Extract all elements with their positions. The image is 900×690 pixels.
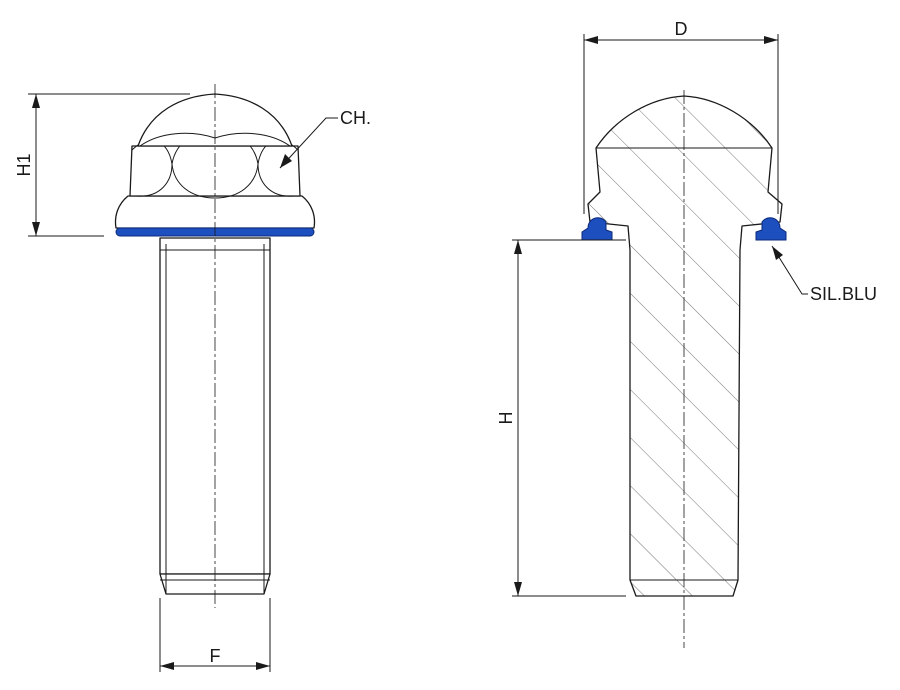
- sil-leader-arrow: [772, 246, 783, 260]
- h1-arrow-bottom: [32, 222, 40, 236]
- f-label: F: [210, 646, 221, 666]
- h-label: H: [496, 412, 516, 425]
- d-arrow-left: [584, 36, 598, 44]
- f-arrow-left: [160, 662, 174, 670]
- section-hatching: [588, 96, 782, 596]
- h-arrow-top: [514, 240, 522, 254]
- ch-leader-arrow: [280, 154, 292, 168]
- h1-label: H1: [14, 153, 34, 176]
- seal-right-section: [755, 217, 787, 241]
- f-arrow-right: [256, 662, 270, 670]
- bolt-side-view: H1 CH. F: [14, 84, 371, 672]
- d-arrow-right: [764, 36, 778, 44]
- ch-leader: [279, 117, 338, 169]
- sil-label: SIL.BLU: [810, 284, 877, 304]
- seal-left-section: [581, 217, 613, 241]
- bolt-section-view: D H SIL.BLU: [496, 19, 877, 648]
- sil-leader: [771, 245, 808, 295]
- d-label: D: [675, 19, 688, 39]
- h1-arrow-top: [32, 94, 40, 108]
- ch-label: CH.: [340, 108, 371, 128]
- h-arrow-bottom: [514, 582, 522, 596]
